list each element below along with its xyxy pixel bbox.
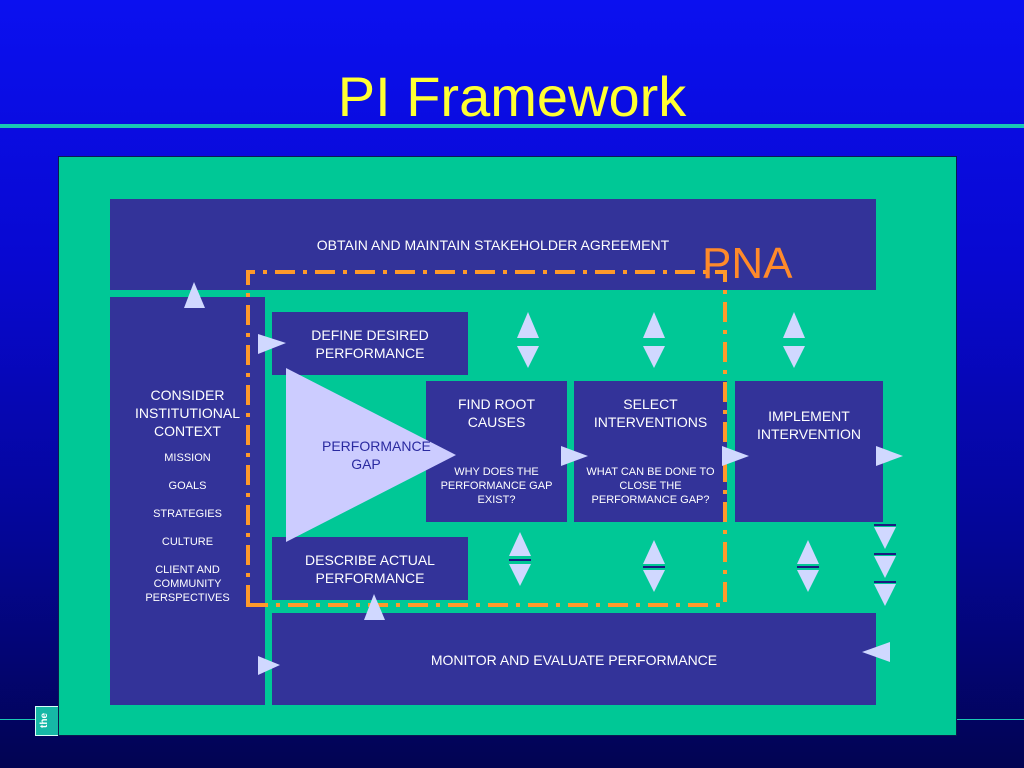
performance-gap-triangle (286, 368, 456, 542)
up-arrow-describe (364, 594, 385, 620)
up-arrow-stakeholder-1 (517, 312, 539, 338)
stakeholder-box: OBTAIN AND MAINTAIN STAKEHOLDER AGREEMEN… (110, 199, 876, 290)
monitor-label: MONITOR AND EVALUATE PERFORMANCE (430, 652, 718, 668)
right-arrow-implement (876, 446, 903, 466)
select-interventions-question: WHAT CAN BE DONE TO CLOSE THE PERFORMANC… (586, 466, 715, 506)
pna-boundary (246, 270, 727, 607)
select-interventions-title: SELECT INTERVENTIONS (593, 396, 708, 430)
up-arrow-stakeholder-3 (783, 312, 805, 338)
right-arrow-define (258, 334, 286, 354)
down-arrow-right-3 (874, 584, 896, 606)
down-arrow-select-bottom (643, 570, 665, 592)
implement-box: IMPLEMENT INTERVENTION (735, 381, 883, 522)
monitor-box: MONITOR AND EVALUATE PERFORMANCE (272, 613, 876, 705)
context-item-perspectives: CLIENT AND COMMUNITY PERSPECTIVES (145, 564, 230, 604)
find-root-title: FIND ROOT CAUSES (458, 396, 535, 430)
logo: the (35, 706, 59, 736)
define-desired-box: DEFINE DESIRED PERFORMANCE (272, 312, 468, 375)
up-arrow-select-bottom (643, 540, 665, 564)
left-arrow-monitor (862, 642, 890, 662)
pna-label: PNA (702, 239, 793, 288)
down-arrow-right-2 (874, 556, 896, 578)
implement-label: IMPLEMENT INTERVENTION (757, 408, 861, 442)
context-item-goals: GOALS (168, 480, 207, 492)
performance-gap-label: PERFORMANCE GAP (322, 438, 431, 472)
down-arrow-right-1 (874, 527, 896, 549)
context-item-mission: MISSION (164, 452, 211, 464)
context-item-strategies: STRATEGIES (153, 508, 222, 520)
select-interventions-box: SELECT INTERVENTIONS WHAT CAN BE DONE TO… (574, 381, 727, 522)
up-arrow-implement-bottom (797, 540, 819, 564)
right-arrow-select (722, 446, 749, 466)
right-arrow-monitor (258, 656, 280, 675)
up-arrow-stakeholder (184, 282, 205, 308)
stakeholder-label: OBTAIN AND MAINTAIN STAKEHOLDER AGREEMEN… (316, 237, 670, 253)
describe-actual-box: DESCRIBE ACTUAL PERFORMANCE (272, 537, 468, 600)
up-arrow-stakeholder-2 (643, 312, 665, 338)
find-root-question: WHY DOES THE PERFORMANCE GAP EXIST? (440, 466, 553, 506)
down-arrow-implement-top (783, 346, 805, 368)
down-arrow-find-root-bottom (509, 564, 531, 586)
slide-title: PI Framework (337, 65, 687, 128)
find-root-box: FIND ROOT CAUSES WHY DOES THE PERFORMANC… (426, 381, 567, 522)
context-title: CONSIDER INSTITUTIONAL CONTEXT (134, 387, 240, 439)
down-arrow-find-root-top (517, 346, 539, 368)
right-arrow-find-root (561, 446, 588, 466)
define-desired-label: DEFINE DESIRED PERFORMANCE (311, 327, 429, 361)
title-rule (0, 124, 1024, 128)
down-arrow-select-top (643, 346, 665, 368)
up-arrow-find-root-bottom (509, 532, 531, 556)
context-box: CONSIDER INSTITUTIONAL CONTEXT MISSION G… (110, 297, 265, 705)
describe-actual-label: DESCRIBE ACTUAL PERFORMANCE (305, 552, 435, 586)
context-item-culture: CULTURE (161, 536, 214, 548)
down-arrow-implement-bottom (797, 570, 819, 592)
